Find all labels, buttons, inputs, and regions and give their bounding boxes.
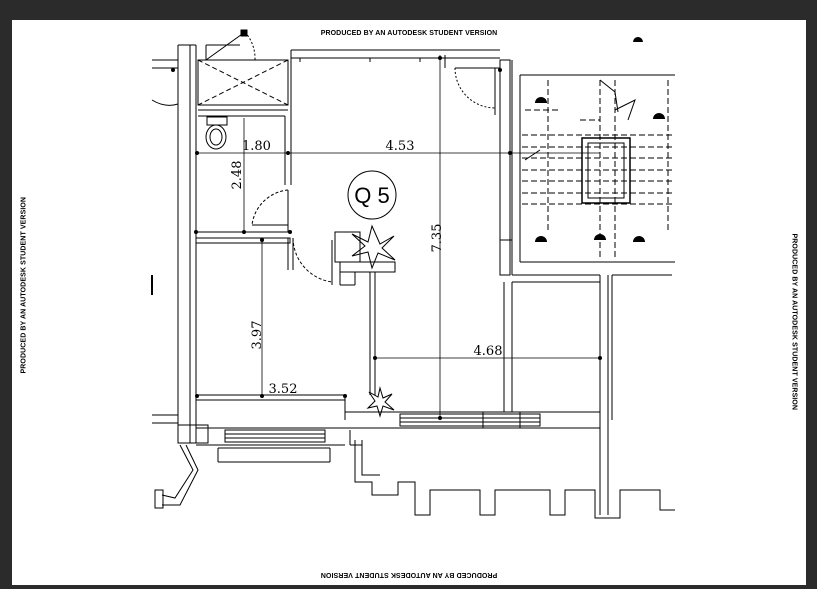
dimension-label-5: 3.97 bbox=[250, 321, 265, 350]
dimension-label-4: 7.35 bbox=[430, 224, 445, 253]
dimension-label-2: 2.48 bbox=[230, 161, 245, 190]
watermark-top: PRODUCED BY AN AUTODESK STUDENT VERSION bbox=[320, 30, 498, 37]
dimension-label-6: 4.68 bbox=[474, 344, 503, 359]
drawing-sheet: PRODUCED BY AN AUTODESK STUDENT VERSION … bbox=[12, 20, 806, 585]
dimension-label-3: 4.53 bbox=[386, 139, 415, 154]
dimension-label-1: 1.80 bbox=[242, 139, 271, 154]
room-tag: Q 5 bbox=[354, 183, 389, 208]
room-tag-circle bbox=[347, 170, 397, 220]
dimension-label-7: 3.52 bbox=[269, 382, 298, 397]
